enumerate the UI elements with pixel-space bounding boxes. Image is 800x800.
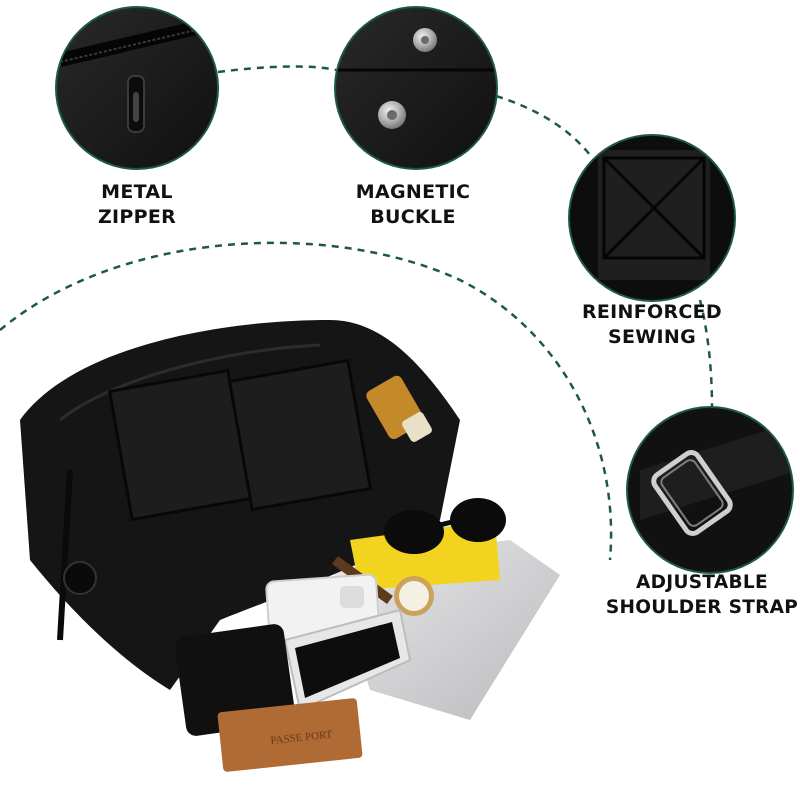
sewing-detail-photo (568, 134, 736, 302)
label-line: REINFORCED (581, 301, 723, 323)
label-adjustable-shoulder-strap: ADJUSTABLE SHOULDER STRAP (604, 570, 800, 620)
zipper-detail-photo (55, 6, 219, 170)
strap-detail-photo (626, 406, 794, 574)
label-line: BUCKLE (370, 206, 456, 228)
label-line: MAGNETIC (355, 181, 471, 203)
label-metal-zipper: METAL ZIPPER (85, 180, 189, 230)
connector-zipper-buckle (217, 65, 337, 74)
label-line: SEWING (608, 326, 696, 348)
buckle-detail-photo (334, 6, 498, 170)
strap-slider-icon (651, 450, 733, 536)
passport-image: PASSE PORT (217, 698, 363, 772)
label-magnetic-buckle: MAGNETIC BUCKLE (340, 180, 486, 230)
connector-buckle-sewing (495, 94, 591, 156)
box-x-stitch-icon (602, 156, 706, 260)
label-line: ADJUSTABLE (636, 572, 768, 593)
label-reinforced-sewing: REINFORCED SEWING (570, 300, 734, 350)
label-line: METAL (101, 181, 173, 203)
bag-with-contents-photo: PASSE PORT (20, 320, 560, 772)
label-line: SHOULDER STRAP (605, 597, 799, 618)
sunglasses-image (384, 498, 506, 554)
dashed-connector-lines (0, 65, 714, 561)
label-line: ZIPPER (97, 206, 177, 228)
